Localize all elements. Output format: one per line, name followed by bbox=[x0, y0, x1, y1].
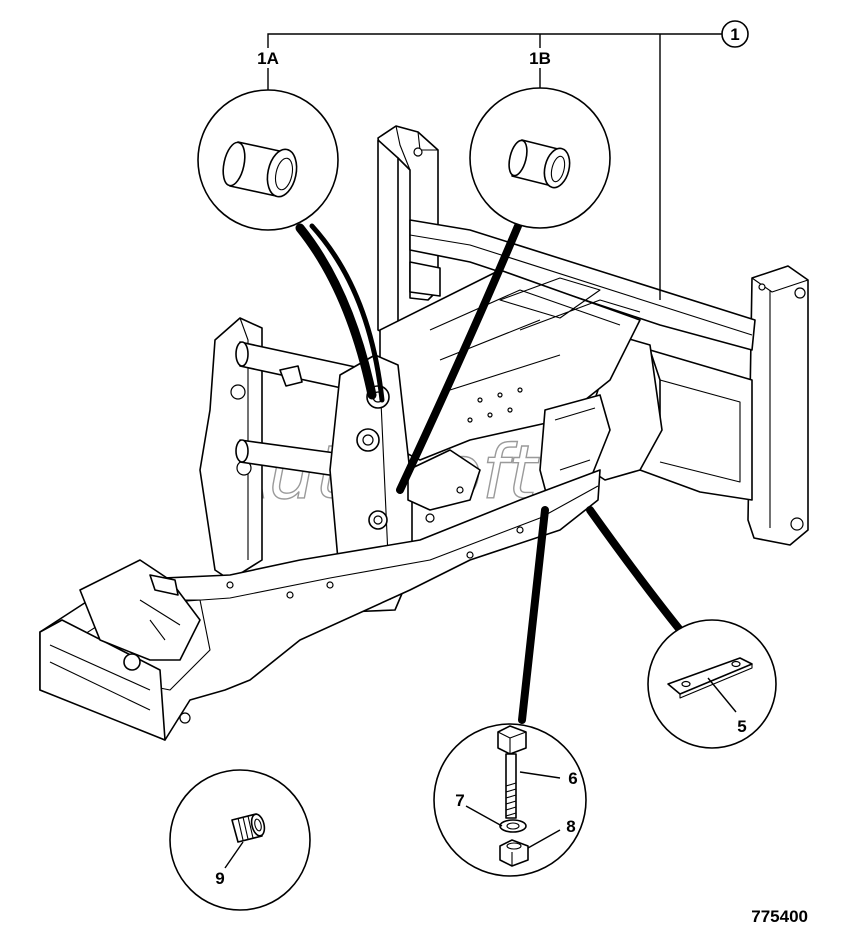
frame-holes bbox=[226, 387, 524, 599]
shim-plate-icon bbox=[667, 657, 753, 699]
detail-bush-b bbox=[396, 87, 611, 494]
detail-fasteners bbox=[433, 506, 587, 877]
assembly-callout-circle bbox=[721, 20, 749, 48]
grease-nipple-icon bbox=[231, 813, 266, 843]
detail-grease-nipple bbox=[169, 769, 311, 911]
label-bolt: 6 bbox=[568, 769, 577, 788]
bolt-icon bbox=[497, 725, 527, 819]
figure-number: 775400 bbox=[751, 907, 808, 926]
detail-bush-a bbox=[197, 89, 385, 403]
nut-icon bbox=[499, 839, 529, 867]
washer-icon bbox=[499, 819, 527, 833]
label-assembly: 1 bbox=[730, 25, 739, 44]
label-plate: 5 bbox=[737, 717, 746, 736]
bush-icon bbox=[508, 139, 571, 189]
detail-plate bbox=[586, 506, 777, 749]
label-bush-b: 1B bbox=[529, 49, 551, 68]
label-bush-a: 1A bbox=[257, 49, 279, 68]
label-washer: 7 bbox=[455, 791, 464, 810]
label-grease-nipple: 9 bbox=[215, 869, 224, 888]
assembly-leader bbox=[267, 33, 722, 300]
bush-icon bbox=[222, 141, 298, 198]
label-nut: 8 bbox=[566, 817, 575, 836]
chassis-frame-icon bbox=[39, 125, 809, 741]
